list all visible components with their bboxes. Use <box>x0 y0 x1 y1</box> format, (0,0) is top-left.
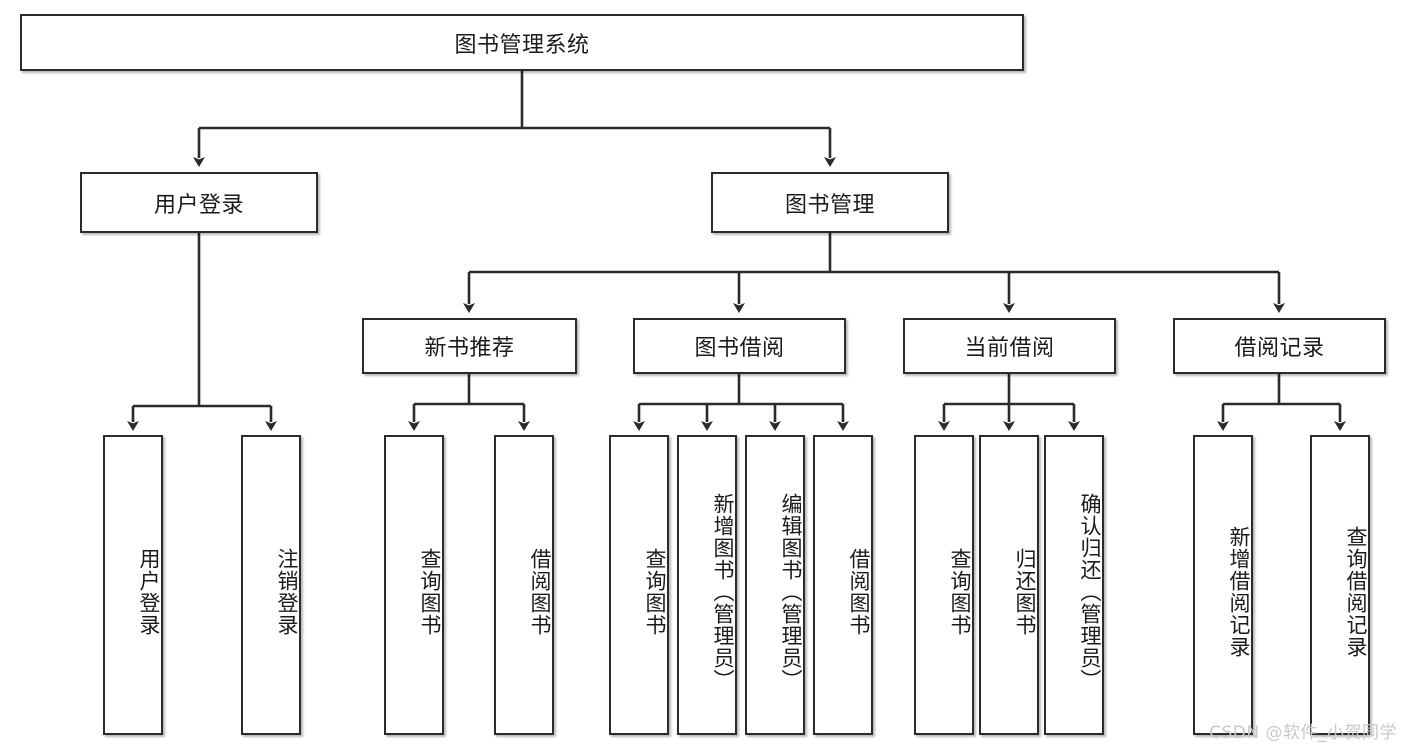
leaf-logout[interactable]: 注销登录 <box>241 435 301 735</box>
leaf-bb-query-book[interactable]: 查询图书 <box>609 435 669 735</box>
node-label: 查询图书 <box>643 548 667 636</box>
node-label: 新书推荐 <box>424 336 515 361</box>
node-label: 图书管理系统 <box>454 32 590 58</box>
leaf-bb-add-book-admin[interactable]: 新增图书（管理员） <box>677 435 737 735</box>
node-label: 查询借阅记录 <box>1344 526 1368 658</box>
node-book-borrow[interactable]: 图书借阅 <box>633 318 846 374</box>
leaf-user-login[interactable]: 用户登录 <box>103 435 163 735</box>
node-user-login[interactable]: 用户登录 <box>80 172 318 233</box>
node-book-management[interactable]: 图书管理 <box>711 172 949 233</box>
leaf-br-add-record[interactable]: 新增借阅记录 <box>1193 435 1253 735</box>
leaf-cb-query-book[interactable]: 查询图书 <box>914 435 974 735</box>
node-label: 注销登录 <box>275 548 299 636</box>
leaf-br-query-record[interactable]: 查询借阅记录 <box>1310 435 1370 735</box>
node-label: 借阅记录 <box>1234 336 1325 361</box>
node-label: 当前借阅 <box>964 336 1055 361</box>
leaf-bb-borrow-book[interactable]: 借阅图书 <box>813 435 873 735</box>
leaf-cb-confirm-return-admin[interactable]: 确认归还（管理员） <box>1044 435 1104 735</box>
node-label: 用户登录 <box>137 548 161 636</box>
leaf-nb-query-book[interactable]: 查询图书 <box>384 435 444 735</box>
node-label: 借阅图书 <box>528 548 552 636</box>
node-root-system[interactable]: 图书管理系统 <box>20 14 1024 71</box>
leaf-cb-return-book[interactable]: 归还图书 <box>979 435 1039 735</box>
node-label: 查询图书 <box>948 548 972 636</box>
node-current-borrow[interactable]: 当前借阅 <box>903 318 1116 374</box>
node-borrow-record[interactable]: 借阅记录 <box>1173 318 1386 374</box>
node-label: 编辑图书（管理员） <box>779 493 803 691</box>
node-label: 图书管理 <box>784 192 875 218</box>
node-new-book-recommend[interactable]: 新书推荐 <box>362 318 577 374</box>
node-label: 新增图书（管理员） <box>711 493 735 691</box>
node-label: 确认归还（管理员） <box>1078 493 1102 691</box>
node-label: 借阅图书 <box>847 548 871 636</box>
node-label: 图书借阅 <box>694 336 785 361</box>
node-label: 新增借阅记录 <box>1227 526 1251 658</box>
leaf-bb-edit-book-admin[interactable]: 编辑图书（管理员） <box>745 435 805 735</box>
node-label: 查询图书 <box>418 548 442 636</box>
leaf-nb-borrow-book[interactable]: 借阅图书 <box>494 435 554 735</box>
watermark: CSDN @软件_小贺同学 <box>1209 723 1397 743</box>
node-label: 归还图书 <box>1013 548 1037 636</box>
node-label: 用户登录 <box>153 192 244 218</box>
